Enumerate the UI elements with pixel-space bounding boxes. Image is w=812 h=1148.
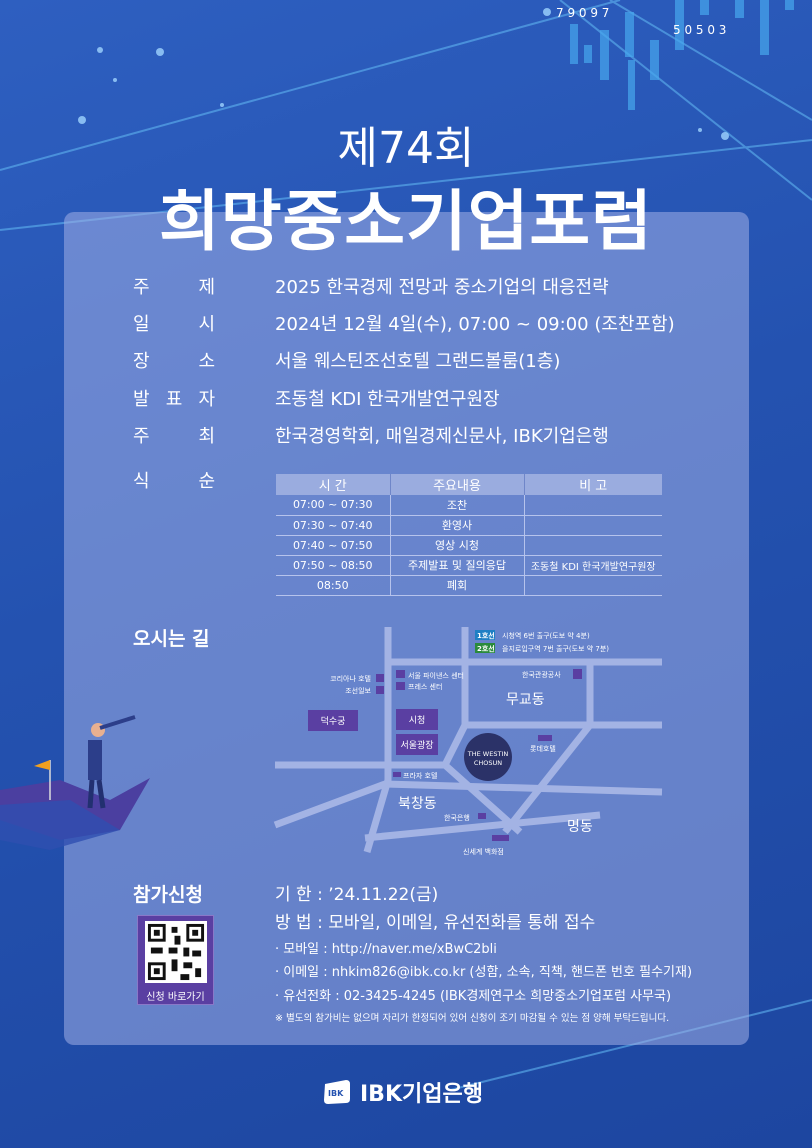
cell-note <box>523 535 662 556</box>
map-label: 한국은행 <box>444 813 470 822</box>
host-value: 한국경영학회, 매일경제신문사, IBK기업은행 <box>275 426 609 447</box>
apply-heading: 참가신청 <box>133 884 203 906</box>
ibk-logo: IBK IBK기업은행 <box>322 1076 483 1108</box>
cell-note: 조동철 KDI 한국개발연구원장 <box>523 555 662 576</box>
label-char: 최 <box>198 426 215 447</box>
cell-note <box>523 575 662 596</box>
cell-content: 환영사 <box>389 515 524 536</box>
line1-badge <box>475 630 495 640</box>
topic-value: 2025 한국경제 전망과 중소기업의 대응전략 <box>275 277 609 298</box>
line2-label: 2호선 <box>477 644 495 653</box>
map-roads <box>273 627 663 853</box>
content-panel <box>64 212 749 1045</box>
label-char: 표 <box>165 389 183 410</box>
qr-code-icon <box>145 921 207 983</box>
cell-content: 폐회 <box>389 575 524 596</box>
deco-number: 5 0 5 0 3 <box>673 23 726 37</box>
deco-number: 7 9 0 9 7 <box>556 6 609 20</box>
qr-code-button[interactable]: 신청 바로가기 <box>137 915 214 1005</box>
apply-note: ※ 별도의 참가비는 없으며 자리가 한정되어 있어 신청이 조기 마감될 수 … <box>275 1013 670 1024</box>
apply-deadline: 기 한 : ’24.11.22(금) <box>275 885 439 905</box>
label-char: 시 <box>198 314 215 335</box>
map-label: 롯데호텔 <box>530 745 556 753</box>
apply-mobile[interactable]: · 모바일 : http://naver.me/xBwC2bli <box>275 942 497 957</box>
map-label: 서울 파이낸스 센터 <box>408 671 464 680</box>
map-label: 프라자 호텔 <box>403 771 437 780</box>
map-label: 시청 <box>409 715 426 726</box>
ibk-logo-icon: IBK <box>324 1080 350 1104</box>
label-char: 주 <box>133 426 150 447</box>
label-char: 일 <box>133 314 150 335</box>
logo-mark: IBK <box>328 1089 344 1098</box>
date-value: 2024년 12월 4일(수), 07:00 ~ 09:00 (조찬포함) <box>275 314 675 335</box>
brand-name: IBK기업은행 <box>360 1082 483 1107</box>
map-label: 덕수궁 <box>321 716 346 727</box>
cell-content: 조찬 <box>389 495 524 516</box>
label-char: 자 <box>198 389 215 410</box>
venue-value: 서울 웨스틴조선호텔 그랜드볼룸(1층) <box>275 351 561 372</box>
westin-marker <box>464 733 512 781</box>
boat-illustration <box>0 715 150 850</box>
label-char: 발 <box>133 389 150 410</box>
cell-content: 주제발표 및 질의응답 <box>389 555 524 576</box>
line1-exit: 시청역 6번 출구(도보 약 4분) <box>502 631 590 640</box>
line2-badge <box>475 643 495 653</box>
label-char: 식 <box>133 471 150 492</box>
edition-label: 제74회 <box>337 123 475 174</box>
map-label: 한국관광공사 <box>522 670 561 679</box>
cell-time: 07:30 ~ 07:40 <box>276 515 390 536</box>
apply-method: 방 법 : 모바일, 이메일, 유선전화를 통해 접수 <box>275 913 596 933</box>
header-time: 시 간 <box>276 474 390 495</box>
cell-time: 07:50 ~ 08:50 <box>276 555 390 576</box>
directions-heading: 오시는 길 <box>133 628 210 650</box>
map-label: THE WESTIN <box>467 750 509 758</box>
header-note: 비 고 <box>523 474 662 495</box>
map-label: 서울광장 <box>400 739 433 751</box>
cell-time: 07:40 ~ 07:50 <box>276 535 390 556</box>
apply-email[interactable]: · 이메일 : nhkim826@ibk.co.kr (성함, 소속, 직책, … <box>275 965 693 980</box>
map-district: 명동 <box>567 819 593 835</box>
cell-time: 08:50 <box>276 575 390 596</box>
map-label: 코리아나 호텔 <box>330 674 371 683</box>
map-district: 무교동 <box>506 692 545 708</box>
label-char: 소 <box>198 351 215 372</box>
header-content: 주요내용 <box>389 474 524 495</box>
speaker-value: 조동철 KDI 한국개발연구원장 <box>275 389 500 410</box>
line1-label: 1호선 <box>477 631 495 640</box>
location-map: 1호선 시청역 6번 출구(도보 약 4분) 2호선 을지로입구역 7번 출구(… <box>273 627 663 856</box>
map-district: 북창동 <box>398 796 437 812</box>
map-label: 조선일보 <box>345 686 371 695</box>
map-label: 신세계 백화점 <box>463 847 504 856</box>
label-char: 주 <box>133 277 150 298</box>
label-char: 장 <box>133 351 150 372</box>
cell-content: 영상 시청 <box>389 535 524 556</box>
label-char: 제 <box>198 277 215 298</box>
cell-time: 07:00 ~ 07:30 <box>276 495 390 516</box>
qr-caption: 신청 바로가기 <box>146 992 205 1003</box>
cell-note <box>523 515 662 536</box>
line2-exit: 을지로입구역 7번 출구(도보 약 7분) <box>502 644 609 653</box>
page-title: 희망중소기업포럼 <box>159 183 653 260</box>
label-char: 순 <box>198 471 215 492</box>
cell-note <box>523 495 662 516</box>
map-label: 프레스 센터 <box>408 682 442 691</box>
apply-phone: · 유선전화 : 02-3425-4245 (IBK경제연구소 희망중소기업포럼… <box>275 989 672 1004</box>
map-label: CHOSUN <box>474 759 502 767</box>
